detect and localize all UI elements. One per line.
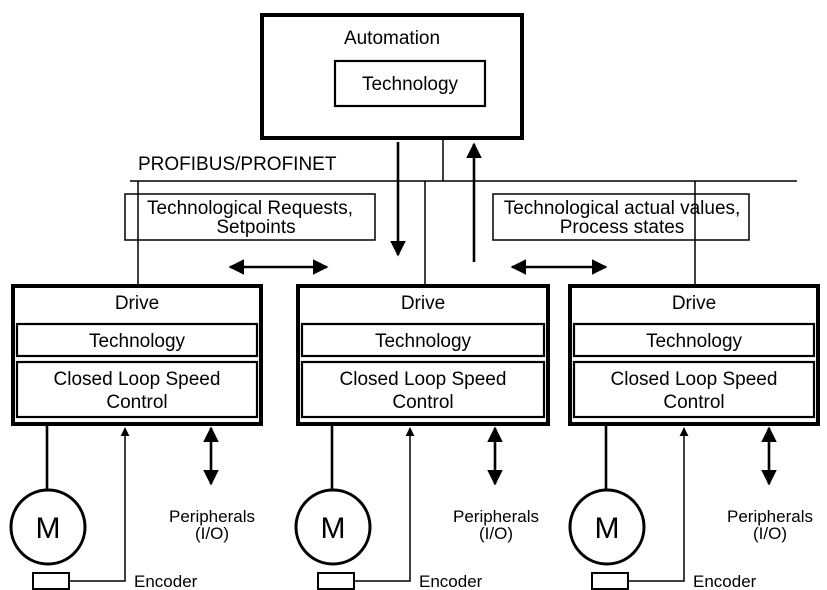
drive-3-motor-label: M <box>595 512 620 545</box>
drive-3-encoder-feedback <box>628 427 689 582</box>
drive-1-motor <box>9 488 87 566</box>
drive-2-motor <box>294 488 372 566</box>
drive-3-encoder-box <box>591 572 629 590</box>
drive-1: Drive Technology Closed Loop Speed Contr… <box>9 284 263 590</box>
drive-2-peripherals-line2: (I/O) <box>479 524 513 543</box>
actuals-line2: Process states <box>560 217 685 238</box>
drive-3: Drive Technology Closed Loop Speed Contr… <box>568 284 820 590</box>
drive-3-peripherals-line2: (I/O) <box>753 524 787 543</box>
drive-2-encoder-label: Encoder <box>419 572 483 590</box>
automation-title: Automation <box>344 28 440 49</box>
drive-3-title: Drive <box>672 293 716 314</box>
automation-technology-box <box>333 59 487 108</box>
drive-1-control-line2: Control <box>106 392 167 413</box>
drive-3-encoder-label: Encoder <box>693 572 757 590</box>
drive-1-encoder-box <box>32 572 70 590</box>
drive-1-title: Drive <box>115 293 159 314</box>
drive-1-motor-label: M <box>36 512 61 545</box>
requests-line1: Technological Requests, <box>147 198 353 219</box>
drive-1-technology: Technology <box>89 331 186 352</box>
drive-2-technology: Technology <box>375 331 472 352</box>
drive-1-encoder-feedback <box>69 427 130 582</box>
drive-2-control-line1: Closed Loop Speed <box>340 369 507 390</box>
automation-block: Automation Technology <box>260 13 524 140</box>
requests-line2: Setpoints <box>216 217 295 238</box>
actuals-line1: Technological actual values, <box>504 198 741 219</box>
drive-3-motor <box>568 488 646 566</box>
bus-label: PROFIBUS/PROFINET <box>138 154 337 175</box>
drive-2-peripherals-line1: Peripherals <box>453 507 539 526</box>
actuals-box: Technological actual values, Process sta… <box>492 193 750 241</box>
drive-2-encoder-feedback <box>354 427 415 582</box>
drive-1-peripherals-line1: Peripherals <box>169 507 255 526</box>
drive-1-encoder-label: Encoder <box>134 572 198 590</box>
drive-1-peripherals-line2: (I/O) <box>195 524 229 543</box>
drive-3-technology: Technology <box>646 331 743 352</box>
drive-3-control-line2: Control <box>663 392 724 413</box>
drive-2: Drive Technology Closed Loop Speed Contr… <box>294 284 550 590</box>
drive-2-encoder-box <box>317 572 355 590</box>
drive-2-title: Drive <box>401 293 445 314</box>
drive-2-motor-label: M <box>321 512 346 545</box>
drive-3-control-line1: Closed Loop Speed <box>611 369 778 390</box>
drive-3-peripherals-line1: Peripherals <box>727 507 813 526</box>
requests-box: Technological Requests, Setpoints <box>124 193 376 241</box>
drive-1-control-line1: Closed Loop Speed <box>54 369 221 390</box>
automation-technology-label: Technology <box>362 74 459 95</box>
drive-2-control-line2: Control <box>392 392 453 413</box>
